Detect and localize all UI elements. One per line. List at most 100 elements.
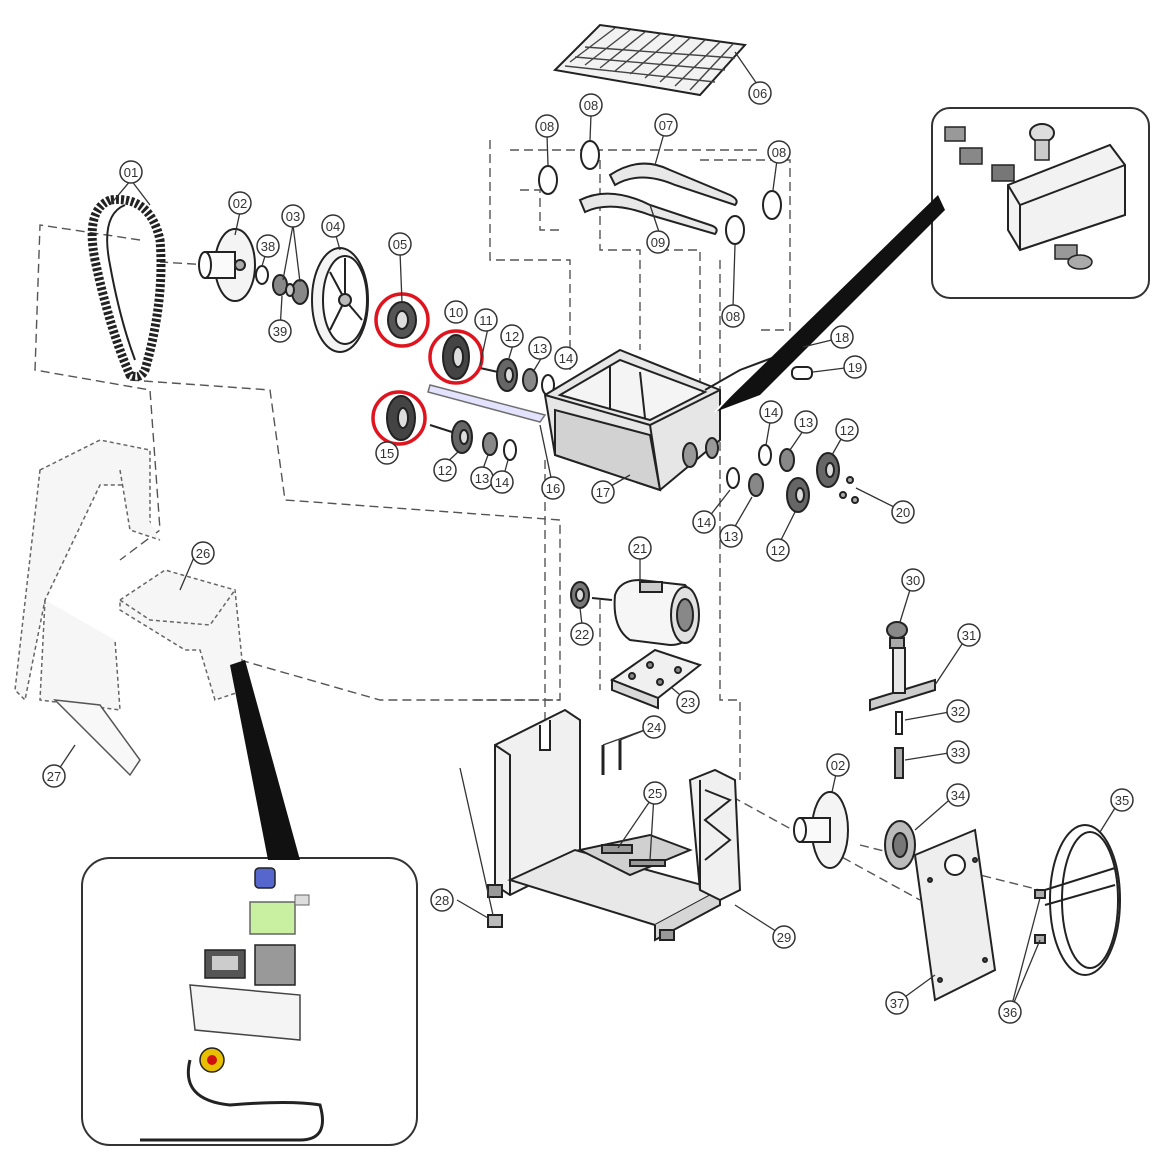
callout-c12c: 12 <box>835 418 859 442</box>
callout-c14c: 14 <box>759 400 783 424</box>
svg-text:07: 07 <box>659 118 673 133</box>
svg-text:01: 01 <box>124 165 138 180</box>
callout-c30: 30 <box>901 568 925 592</box>
svg-text:28: 28 <box>435 893 449 908</box>
svg-text:37: 37 <box>890 996 904 1011</box>
bearing-stack-lower-left <box>429 420 517 461</box>
bearing-stack-right <box>726 444 859 513</box>
callout-c18: 18 <box>830 325 854 349</box>
flange-pulley-part <box>198 228 256 302</box>
svg-text:25: 25 <box>648 786 662 801</box>
callout-c19: 19 <box>843 355 867 379</box>
callout-c08d: 08 <box>721 304 745 328</box>
svg-text:12: 12 <box>438 463 452 478</box>
handle-bracket-parts <box>538 140 782 245</box>
callout-c34: 34 <box>946 783 970 807</box>
callout-c16: 16 <box>541 476 565 500</box>
callout-c02b: 02 <box>826 753 850 777</box>
svg-text:13: 13 <box>724 529 738 544</box>
callout-c01a: 01 <box>119 160 143 184</box>
svg-text:17: 17 <box>596 485 610 500</box>
svg-text:09: 09 <box>651 235 665 250</box>
svg-text:18: 18 <box>835 330 849 345</box>
svg-text:13: 13 <box>799 415 813 430</box>
highlight-circle-15 <box>371 390 427 446</box>
callout-c26: 26 <box>191 541 215 565</box>
callout-c33: 33 <box>946 740 970 764</box>
bearing-stack-upper-left <box>479 358 555 396</box>
gear-part-10 <box>442 334 470 380</box>
svg-text:13: 13 <box>475 471 489 486</box>
callout-c36a: 36 <box>998 1000 1022 1024</box>
handwheel-35 <box>1034 824 1121 976</box>
svg-text:35: 35 <box>1115 793 1129 808</box>
inset-electrical-panel <box>81 857 418 1146</box>
svg-text:08: 08 <box>772 145 786 160</box>
callout-c39: 39 <box>268 319 292 343</box>
inset-pointer-bottom <box>230 660 300 860</box>
callout-c11: 11 <box>474 308 498 332</box>
callout-c13b: 13 <box>470 466 494 490</box>
svg-text:04: 04 <box>326 219 340 234</box>
callout-c05: 05 <box>388 232 412 256</box>
svg-text:14: 14 <box>764 405 778 420</box>
callout-c07: 07 <box>654 113 678 137</box>
callout-c38: 38 <box>256 234 280 258</box>
inset-pointer-top <box>715 195 945 412</box>
svg-text:02: 02 <box>831 758 845 773</box>
callout-c12d: 12 <box>766 538 790 562</box>
callout-c27: 27 <box>42 764 66 788</box>
large-pulley-wheel-part <box>311 247 369 353</box>
callout-c17: 17 <box>591 480 615 504</box>
svg-text:02: 02 <box>233 196 247 211</box>
top-grill-part <box>552 23 748 97</box>
svg-text:16: 16 <box>546 481 560 496</box>
svg-text:11: 11 <box>479 313 493 328</box>
side-cover-parts <box>14 439 246 711</box>
svg-text:22: 22 <box>575 627 589 642</box>
svg-text:32: 32 <box>951 704 965 719</box>
callout-c28: 28 <box>430 888 454 912</box>
svg-text:20: 20 <box>896 505 910 520</box>
callout-c09: 09 <box>646 230 670 254</box>
callout-c08b: 08 <box>579 93 603 117</box>
callout-c21: 21 <box>628 536 652 560</box>
svg-text:08: 08 <box>540 119 554 134</box>
callout-c25: 25 <box>643 781 667 805</box>
tension-rod-parts <box>601 740 622 775</box>
svg-text:19: 19 <box>848 360 862 375</box>
svg-text:06: 06 <box>753 86 767 101</box>
callout-c12b: 12 <box>433 458 457 482</box>
callout-c08c: 08 <box>767 140 791 164</box>
mounting-plate-37 <box>913 828 997 1002</box>
callout-c04: 04 <box>321 214 345 238</box>
svg-text:05: 05 <box>393 237 407 252</box>
svg-text:14: 14 <box>559 351 573 366</box>
svg-text:08: 08 <box>726 309 740 324</box>
callout-c03: 03 <box>281 204 305 228</box>
callout-c32: 32 <box>946 699 970 723</box>
svg-text:13: 13 <box>533 341 547 356</box>
svg-text:08: 08 <box>584 98 598 113</box>
callout-c37: 37 <box>885 991 909 1015</box>
callout-c10: 10 <box>444 300 468 324</box>
callout-c23: 23 <box>676 690 700 714</box>
shaft-part-16 <box>427 384 547 423</box>
callout-c35: 35 <box>1110 788 1134 812</box>
callout-c12a: 12 <box>500 324 524 348</box>
callout-c13c: 13 <box>794 410 818 434</box>
svg-text:31: 31 <box>962 628 976 643</box>
svg-text:29: 29 <box>777 930 791 945</box>
svg-text:30: 30 <box>906 573 920 588</box>
callout-c20: 20 <box>891 500 915 524</box>
svg-text:23: 23 <box>681 695 695 710</box>
svg-text:27: 27 <box>47 769 61 784</box>
main-housing-part <box>543 348 721 492</box>
belt-part <box>87 195 166 382</box>
callout-c14a: 14 <box>554 346 578 370</box>
svg-text:14: 14 <box>697 515 711 530</box>
callout-c14b: 14 <box>490 470 514 494</box>
callout-c24: 24 <box>642 715 666 739</box>
